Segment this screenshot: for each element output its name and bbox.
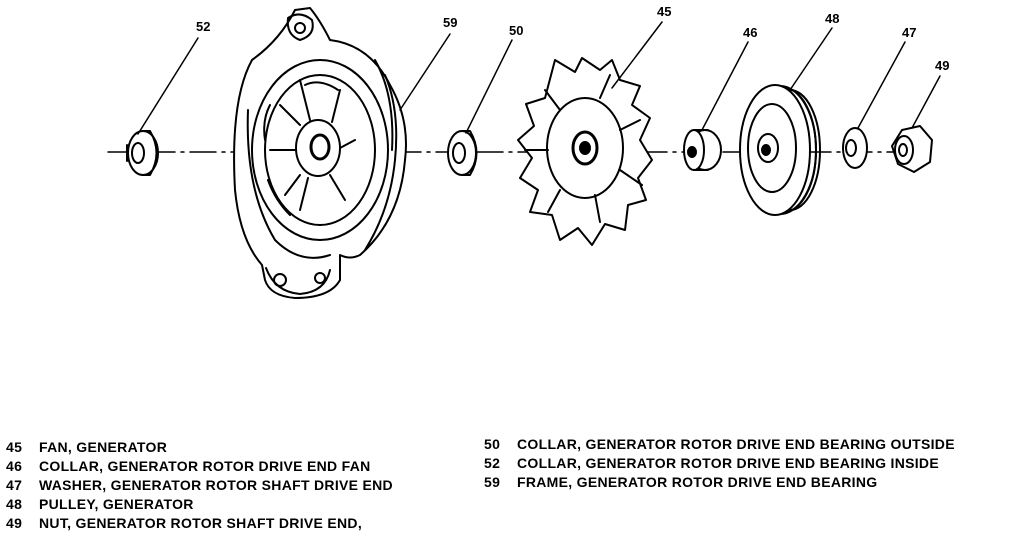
nut-part <box>891 125 933 173</box>
legend-number: 50 <box>484 436 501 452</box>
legend-number: 47 <box>6 477 23 493</box>
legend-item: 49 NUT, GENERATOR ROTOR SHAFT DRIVE END, <box>6 514 393 533</box>
callout-45: 45 <box>657 4 671 19</box>
leader-47 <box>857 41 906 129</box>
callout-50: 50 <box>509 23 523 38</box>
legend-number: 46 <box>6 458 23 474</box>
leader-52 <box>137 37 199 135</box>
legend-item: 47 WASHER, GENERATOR ROTOR SHAFT DRIVE E… <box>6 476 393 495</box>
legend-item: 59 FRAME, GENERATOR ROTOR DRIVE END BEAR… <box>484 473 955 492</box>
collar-outside-part <box>447 130 478 176</box>
legend-item: 50 COLLAR, GENERATOR ROTOR DRIVE END BEA… <box>484 435 955 454</box>
legend-number: 45 <box>6 439 23 455</box>
legend-text: NUT, GENERATOR ROTOR SHAFT DRIVE END, <box>39 515 363 531</box>
callout-48: 48 <box>825 11 839 26</box>
legend-item: 48 PULLEY, GENERATOR <box>6 495 393 514</box>
callout-46: 46 <box>743 25 757 40</box>
leader-50 <box>465 39 513 134</box>
leader-59 <box>399 33 451 111</box>
legend-text: COLLAR, GENERATOR ROTOR DRIVE END BEARIN… <box>517 455 939 471</box>
legend-number: 48 <box>6 496 23 512</box>
legend-text: FRAME, GENERATOR ROTOR DRIVE END BEARING <box>517 474 878 490</box>
parts-legend-right: 50 COLLAR, GENERATOR ROTOR DRIVE END BEA… <box>484 435 955 492</box>
legend-text: COLLAR, GENERATOR ROTOR DRIVE END FAN <box>39 458 371 474</box>
legend-item: 46 COLLAR, GENERATOR ROTOR DRIVE END FAN <box>6 457 393 476</box>
legend-text: WASHER, GENERATOR ROTOR SHAFT DRIVE END <box>39 477 393 493</box>
washer-part <box>842 127 868 169</box>
leader-46 <box>701 41 749 131</box>
leader-49 <box>911 75 941 129</box>
frame-part <box>233 7 407 299</box>
pulley-part <box>739 84 821 216</box>
leader-45 <box>611 21 663 89</box>
legend-number: 49 <box>6 515 23 531</box>
collar-fan-part <box>683 129 722 171</box>
callout-49: 49 <box>935 58 949 73</box>
collar-inside-part <box>126 130 159 176</box>
parts-legend-left: 45 FAN, GENERATOR 46 COLLAR, GENERATOR R… <box>6 438 393 533</box>
legend-number: 59 <box>484 474 501 490</box>
fan-part <box>517 57 653 246</box>
leader-48 <box>789 27 833 91</box>
callout-47: 47 <box>902 25 916 40</box>
legend-text: PULLEY, GENERATOR <box>39 496 194 512</box>
callout-52: 52 <box>196 19 210 34</box>
legend-text: COLLAR, GENERATOR ROTOR DRIVE END BEARIN… <box>517 436 955 452</box>
legend-text: FAN, GENERATOR <box>39 439 168 455</box>
callout-59: 59 <box>443 15 457 30</box>
legend-item: 45 FAN, GENERATOR <box>6 438 393 457</box>
legend-item: 52 COLLAR, GENERATOR ROTOR DRIVE END BEA… <box>484 454 955 473</box>
legend-number: 52 <box>484 455 501 471</box>
